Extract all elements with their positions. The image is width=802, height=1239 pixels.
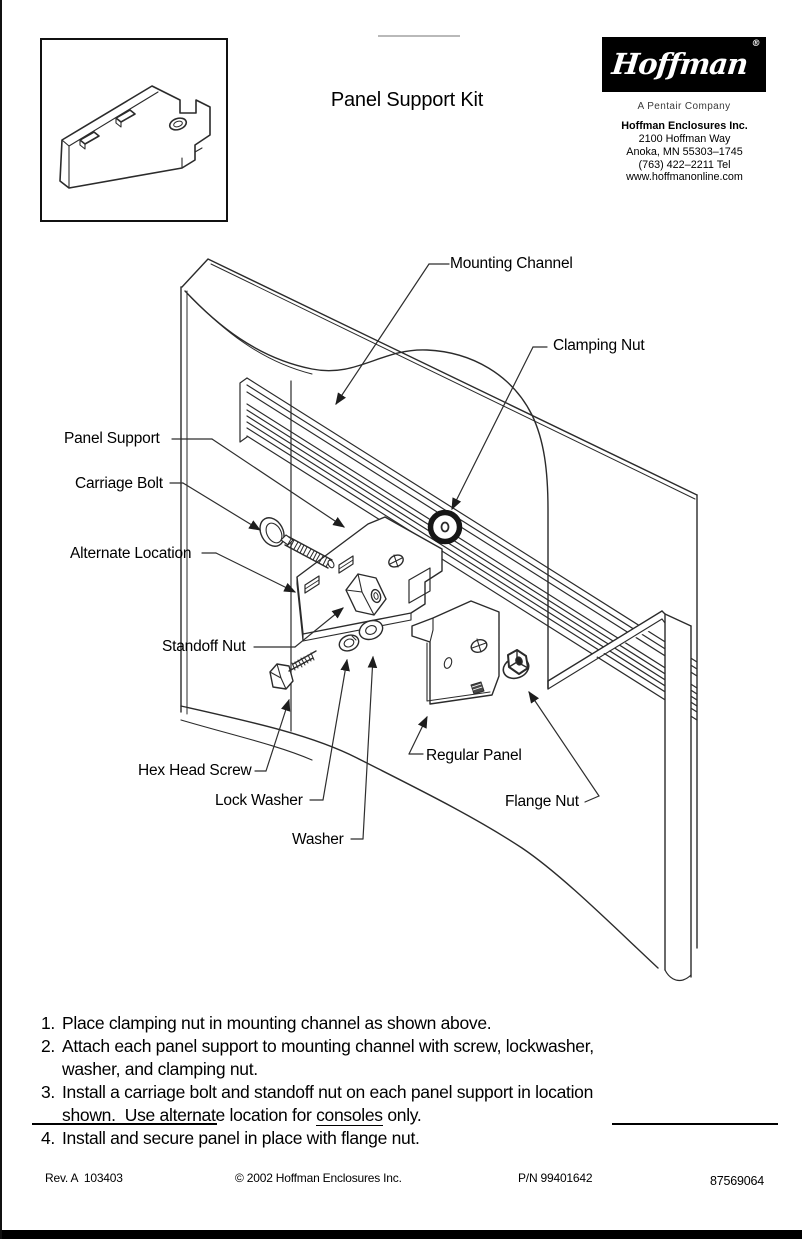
panel-support-bracket-drawing — [59, 85, 211, 189]
label-flange-nut: Flange Nut — [505, 793, 579, 810]
step-1-number: 1. — [41, 1013, 55, 1033]
phone-line: (763) 422–2211 Tel — [638, 159, 731, 171]
hoffman-logo: Hoffman® — [602, 37, 766, 92]
page-bottom-border — [2, 1230, 802, 1239]
label-mounting-channel: Mounting Channel — [450, 255, 573, 272]
pentair-tagline: A Pentair Company — [637, 101, 731, 112]
step-2-text-line-2: washer, and clamping nut. — [62, 1059, 258, 1079]
step-3-number: 3. — [41, 1082, 55, 1102]
footer-part-number: P/N 99401642 — [518, 1171, 593, 1185]
step-2-number: 2. — [41, 1036, 55, 1056]
step-1-text: Place clamping nut in mounting channel a… — [62, 1013, 492, 1033]
page-title: Panel Support Kit — [330, 89, 484, 111]
label-clamping-nut: Clamping Nut — [553, 337, 645, 354]
label-lock-washer: Lock Washer — [215, 792, 303, 809]
step-3-underlined-lead: shown. Use alte — [62, 1105, 187, 1125]
address-line-1: 2100 Hoffman Way — [638, 133, 731, 145]
margin-rule-line — [612, 1123, 778, 1125]
label-alternate-location: Alternate Location — [70, 545, 192, 562]
label-panel-support: Panel Support — [64, 430, 160, 447]
address-line-2: Anoka, MN 55303–1745 — [626, 146, 743, 158]
step-4-text: Install and secure panel in place with f… — [62, 1128, 420, 1148]
panel-support-thumbnail-box — [40, 38, 228, 222]
label-carriage-bolt: Carriage Bolt — [75, 475, 163, 492]
label-washer: Washer — [292, 831, 344, 848]
step-3-underlined-consoles: consoles — [316, 1105, 383, 1126]
label-regular-panel: Regular Panel — [426, 747, 522, 764]
label-hex-head-screw: Hex Head Screw — [138, 762, 252, 779]
website-line: www.hoffmanonline.com — [626, 171, 743, 183]
step-4-number: 4. — [41, 1128, 55, 1148]
step-2-text-line-1: Attach each panel support to mounting ch… — [62, 1036, 594, 1056]
footer-copyright: © 2002 Hoffman Enclosures Inc. — [235, 1171, 402, 1185]
company-name: Hoffman Enclosures Inc. — [621, 120, 748, 132]
footer-revision: Rev. A 103403 — [45, 1171, 123, 1185]
exploded-assembly-diagram — [169, 258, 698, 982]
footer-doc-number: 87569064 — [710, 1174, 765, 1188]
label-standoff-nut: Standoff Nut — [162, 638, 246, 655]
step-3-text-line-1: Install a carriage bolt and standoff nut… — [62, 1082, 594, 1102]
scan-artifact-line — [378, 35, 460, 37]
step-3-underline-mark — [32, 1123, 217, 1125]
step-3-text-line-2: shown. Use alternate location for consol… — [62, 1105, 422, 1126]
